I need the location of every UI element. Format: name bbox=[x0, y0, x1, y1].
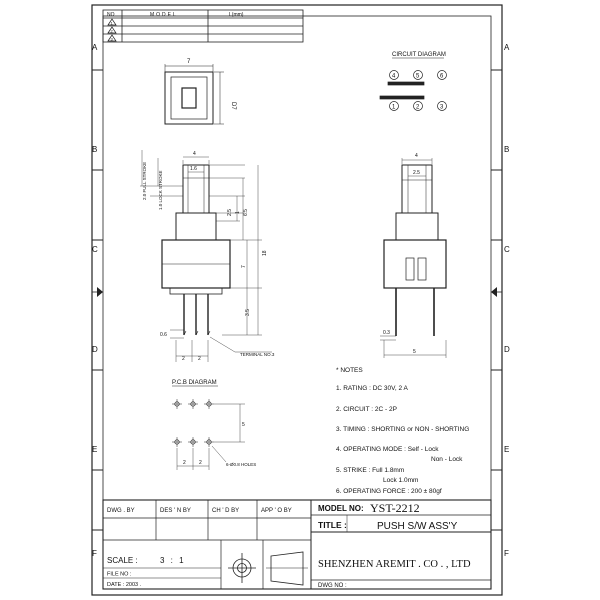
front-view bbox=[140, 150, 272, 362]
dim-pitch-b: 2 bbox=[198, 356, 201, 362]
note-line: 2. CIRCUIT : 2C - 2P bbox=[336, 406, 397, 413]
zone-letter: B bbox=[92, 145, 97, 154]
pcb-title: P.C.B DIAGRAM bbox=[172, 380, 217, 386]
dim-pitch-a: 2 bbox=[182, 356, 185, 362]
scale-value: 3 : 1 bbox=[160, 556, 186, 565]
dim-6-5: 6.5 bbox=[243, 209, 249, 216]
notes: * NOTES 1. RATING : DC 30V, 2 A 2. CIRCU… bbox=[336, 367, 469, 495]
title-block: DWG . BY DES ' N BY CH ' D BY APP ' O BY… bbox=[102, 499, 492, 590]
sheet-frame bbox=[91, 4, 503, 596]
revision-header-length: L(mm) bbox=[229, 12, 244, 18]
company-name: SHENZHEN AREMIT . CO . , LTD bbox=[318, 559, 471, 570]
zone-letter: B bbox=[504, 145, 509, 154]
zone-letter: A bbox=[92, 43, 98, 52]
zone-letter: F bbox=[504, 549, 509, 558]
terminal-label: TERMINAL NO.3 bbox=[240, 352, 275, 357]
dim-3-5: 3.5 bbox=[245, 309, 251, 316]
zone-letter: A bbox=[504, 43, 510, 52]
circuit-pin: 2 bbox=[416, 105, 420, 111]
border-letters: A B C D E F A B C D E F bbox=[92, 43, 510, 558]
dim-cap-inner: 1.6 bbox=[190, 166, 197, 172]
dim-side-inner: 2.5 bbox=[413, 170, 420, 176]
dim-top-height: D7 bbox=[230, 102, 236, 110]
dim-top-width: 7 bbox=[187, 59, 191, 65]
pcb-dim-2b: 2 bbox=[199, 460, 202, 466]
pcb-diagram: P.C.B DIAGRAM 5 2 2 6-Ø0.8 HOLES bbox=[172, 380, 256, 470]
file-no-label: FILE NO : bbox=[107, 572, 132, 578]
zone-letter: D bbox=[92, 345, 98, 354]
revision-table: NO MODEL L(mm) 1 2 3 bbox=[102, 9, 304, 43]
revision-header-no: NO bbox=[107, 12, 115, 18]
zone-letter: C bbox=[504, 245, 510, 254]
model-no-value: YST-2212 bbox=[370, 501, 420, 515]
date-label: DATE : 2003 . bbox=[107, 582, 142, 588]
dim-cap-width: 4 bbox=[193, 151, 196, 157]
note-line: Non - Lock bbox=[431, 456, 463, 463]
zone-letter: C bbox=[92, 245, 98, 254]
notes-heading: * NOTES bbox=[336, 367, 363, 374]
top-view bbox=[164, 64, 224, 125]
chd-by-label: CH ' D BY bbox=[212, 508, 239, 514]
circuit-pin: 5 bbox=[416, 74, 420, 80]
dim-7: 7 bbox=[241, 265, 247, 268]
zone-letter: E bbox=[504, 445, 509, 454]
side-view bbox=[380, 158, 447, 358]
revision-row-number: 3 bbox=[111, 37, 114, 42]
model-no-label: MODEL NO: bbox=[318, 504, 364, 513]
note-line: 6. OPERATING FORCE : 200 ± 80gf bbox=[336, 488, 442, 495]
circuit-title: CIRCUIT DIAGRAM bbox=[392, 52, 446, 58]
side-view-dimensions: 4 2.5 0.3 5 bbox=[383, 153, 420, 355]
dim-2-5: 2.5 bbox=[227, 209, 233, 216]
dwg-by-label: DWG . BY bbox=[107, 508, 135, 514]
dim-full-stroke: 2.0 FULL STROKE bbox=[142, 162, 147, 200]
circuit-pin: 1 bbox=[392, 105, 396, 111]
circuit-pin: 4 bbox=[392, 74, 396, 80]
pcb-dim-5: 5 bbox=[242, 422, 245, 428]
pcb-dim-2a: 2 bbox=[183, 460, 186, 466]
dim-0-3: 0.3 bbox=[383, 330, 390, 336]
projection-symbol bbox=[228, 551, 308, 586]
dim-side-width: 4 bbox=[415, 153, 418, 159]
circuit-pin: 6 bbox=[440, 74, 444, 80]
note-line: 4. OPERATING MODE : Self - Lock bbox=[336, 446, 439, 453]
zone-letter: E bbox=[92, 445, 97, 454]
revision-triangles bbox=[107, 18, 117, 42]
des-by-label: DES ' N BY bbox=[160, 508, 191, 514]
title-value: PUSH S/W ASS'Y bbox=[377, 521, 458, 532]
revision-row-number: 1 bbox=[111, 21, 114, 26]
circuit-pin: 3 bbox=[440, 105, 444, 111]
dwg-no-label: DWG NO : bbox=[318, 583, 347, 589]
title-label: TITLE : bbox=[318, 520, 347, 530]
circuit-diagram: CIRCUIT DIAGRAM 4 5 6 1 2 3 bbox=[379, 52, 447, 111]
dim-lock-stroke: 1.0 LOCK STROKE bbox=[158, 170, 163, 210]
front-view-dimensions: 4 1.6 2.0 FULL STROKE 1.0 LOCK STROKE 2.… bbox=[142, 151, 275, 362]
note-line: 5. STRIKE : Full 1.8mm bbox=[336, 467, 404, 474]
dim-0-6: 0.6 bbox=[160, 332, 167, 338]
dim-1: 1 bbox=[235, 211, 241, 214]
revision-row-number: 2 bbox=[111, 29, 114, 34]
revision-header-model: MODEL bbox=[150, 12, 178, 18]
scale-label: SCALE : bbox=[107, 556, 138, 565]
zone-letter: D bbox=[504, 345, 510, 354]
note-line: 1. RATING : DC 30V, 2 A bbox=[336, 385, 409, 392]
pcb-holes bbox=[172, 399, 214, 447]
dim-18: 18 bbox=[262, 250, 268, 256]
centering-arrows bbox=[97, 287, 497, 297]
dim-side-base: 5 bbox=[413, 349, 416, 355]
pcb-holes-label: 6-Ø0.8 HOLES bbox=[226, 462, 256, 467]
zone-letter: F bbox=[92, 549, 97, 558]
note-line: 3. TIMING : SHORTING or NON - SHORTING bbox=[336, 426, 469, 433]
app-by-label: APP ' O BY bbox=[261, 508, 292, 514]
note-line: Lock 1.0mm bbox=[383, 477, 418, 484]
